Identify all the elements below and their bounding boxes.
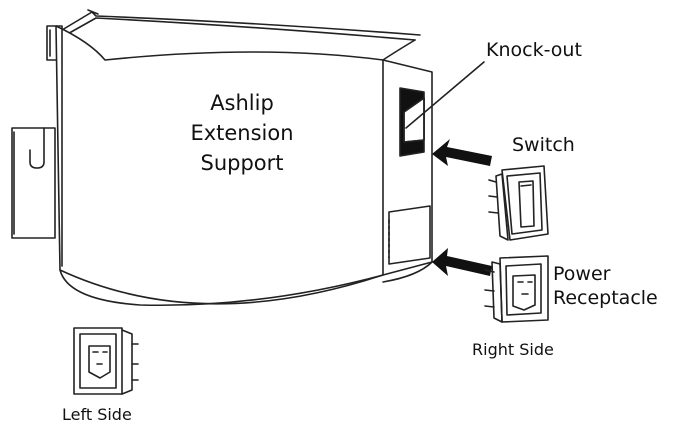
panel-label-line-2: Extension	[190, 121, 294, 145]
receptacle-opening	[388, 205, 431, 265]
knockout-label: Knock-out	[486, 39, 582, 61]
left-side-label: Left Side	[62, 405, 132, 424]
power-receptacle-label-line-2: Receptacle	[553, 287, 658, 309]
panel-label-line-1: Ashlip	[210, 91, 274, 115]
rocker-switch	[488, 165, 549, 241]
power-receptacle-right	[484, 255, 549, 323]
panel-label-line-3: Support	[200, 151, 284, 175]
power-receptacle-left	[73, 327, 139, 395]
left-mounting-tab-lower	[11, 127, 56, 239]
knockout-leader-line	[405, 61, 485, 129]
power-receptacle-label: Power Receptacle	[553, 262, 658, 310]
extension-support-panel	[55, 25, 433, 307]
switch-label: Switch	[512, 134, 575, 156]
right-side-label: Right Side	[472, 340, 554, 359]
receptacle-arrow	[432, 248, 492, 276]
switch-arrow	[432, 139, 492, 166]
top-flange	[61, 9, 421, 41]
power-receptacle-label-line-1: Power	[553, 263, 611, 285]
panel-label: Ashlip Extension Support	[182, 88, 302, 178]
